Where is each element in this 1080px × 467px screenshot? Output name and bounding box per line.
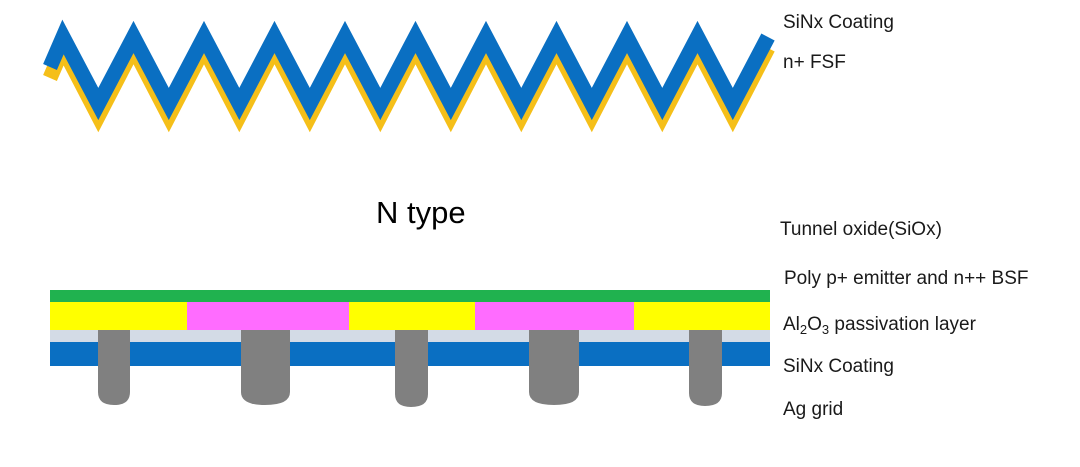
top-sinx-label: SiNx Coating	[783, 12, 894, 33]
n-type-label: N type	[376, 195, 466, 230]
poly-emitter-bsf-layer	[50, 302, 770, 330]
p-plus-emitter-segment	[634, 302, 770, 330]
ag-grid	[98, 330, 722, 407]
ag-finger	[529, 330, 579, 405]
n-plus-plus-bsf-segment	[187, 302, 349, 330]
ag-finger	[395, 330, 428, 407]
poly-emitter-label: Poly p+ emitter and n++ BSF	[784, 268, 1029, 289]
p-plus-emitter-segment	[349, 302, 475, 330]
tunnel-oxide-label: Tunnel oxide(SiOx)	[780, 219, 942, 240]
p-plus-emitter-segment	[50, 302, 187, 330]
sinx-front-texture-layer	[43, 19, 775, 121]
ag-finger	[98, 330, 130, 405]
ag-finger	[689, 330, 722, 406]
fsf-label: n+ FSF	[783, 52, 846, 73]
ag-finger	[241, 330, 290, 405]
ag-grid-label: Ag grid	[783, 399, 844, 420]
tunnel-oxide-poly-layer	[50, 290, 770, 302]
al2o3-label: Al2O3 passivation layer	[783, 314, 976, 337]
bottom-sinx-label: SiNx Coating	[783, 356, 894, 377]
n-plus-plus-bsf-segment	[475, 302, 634, 330]
